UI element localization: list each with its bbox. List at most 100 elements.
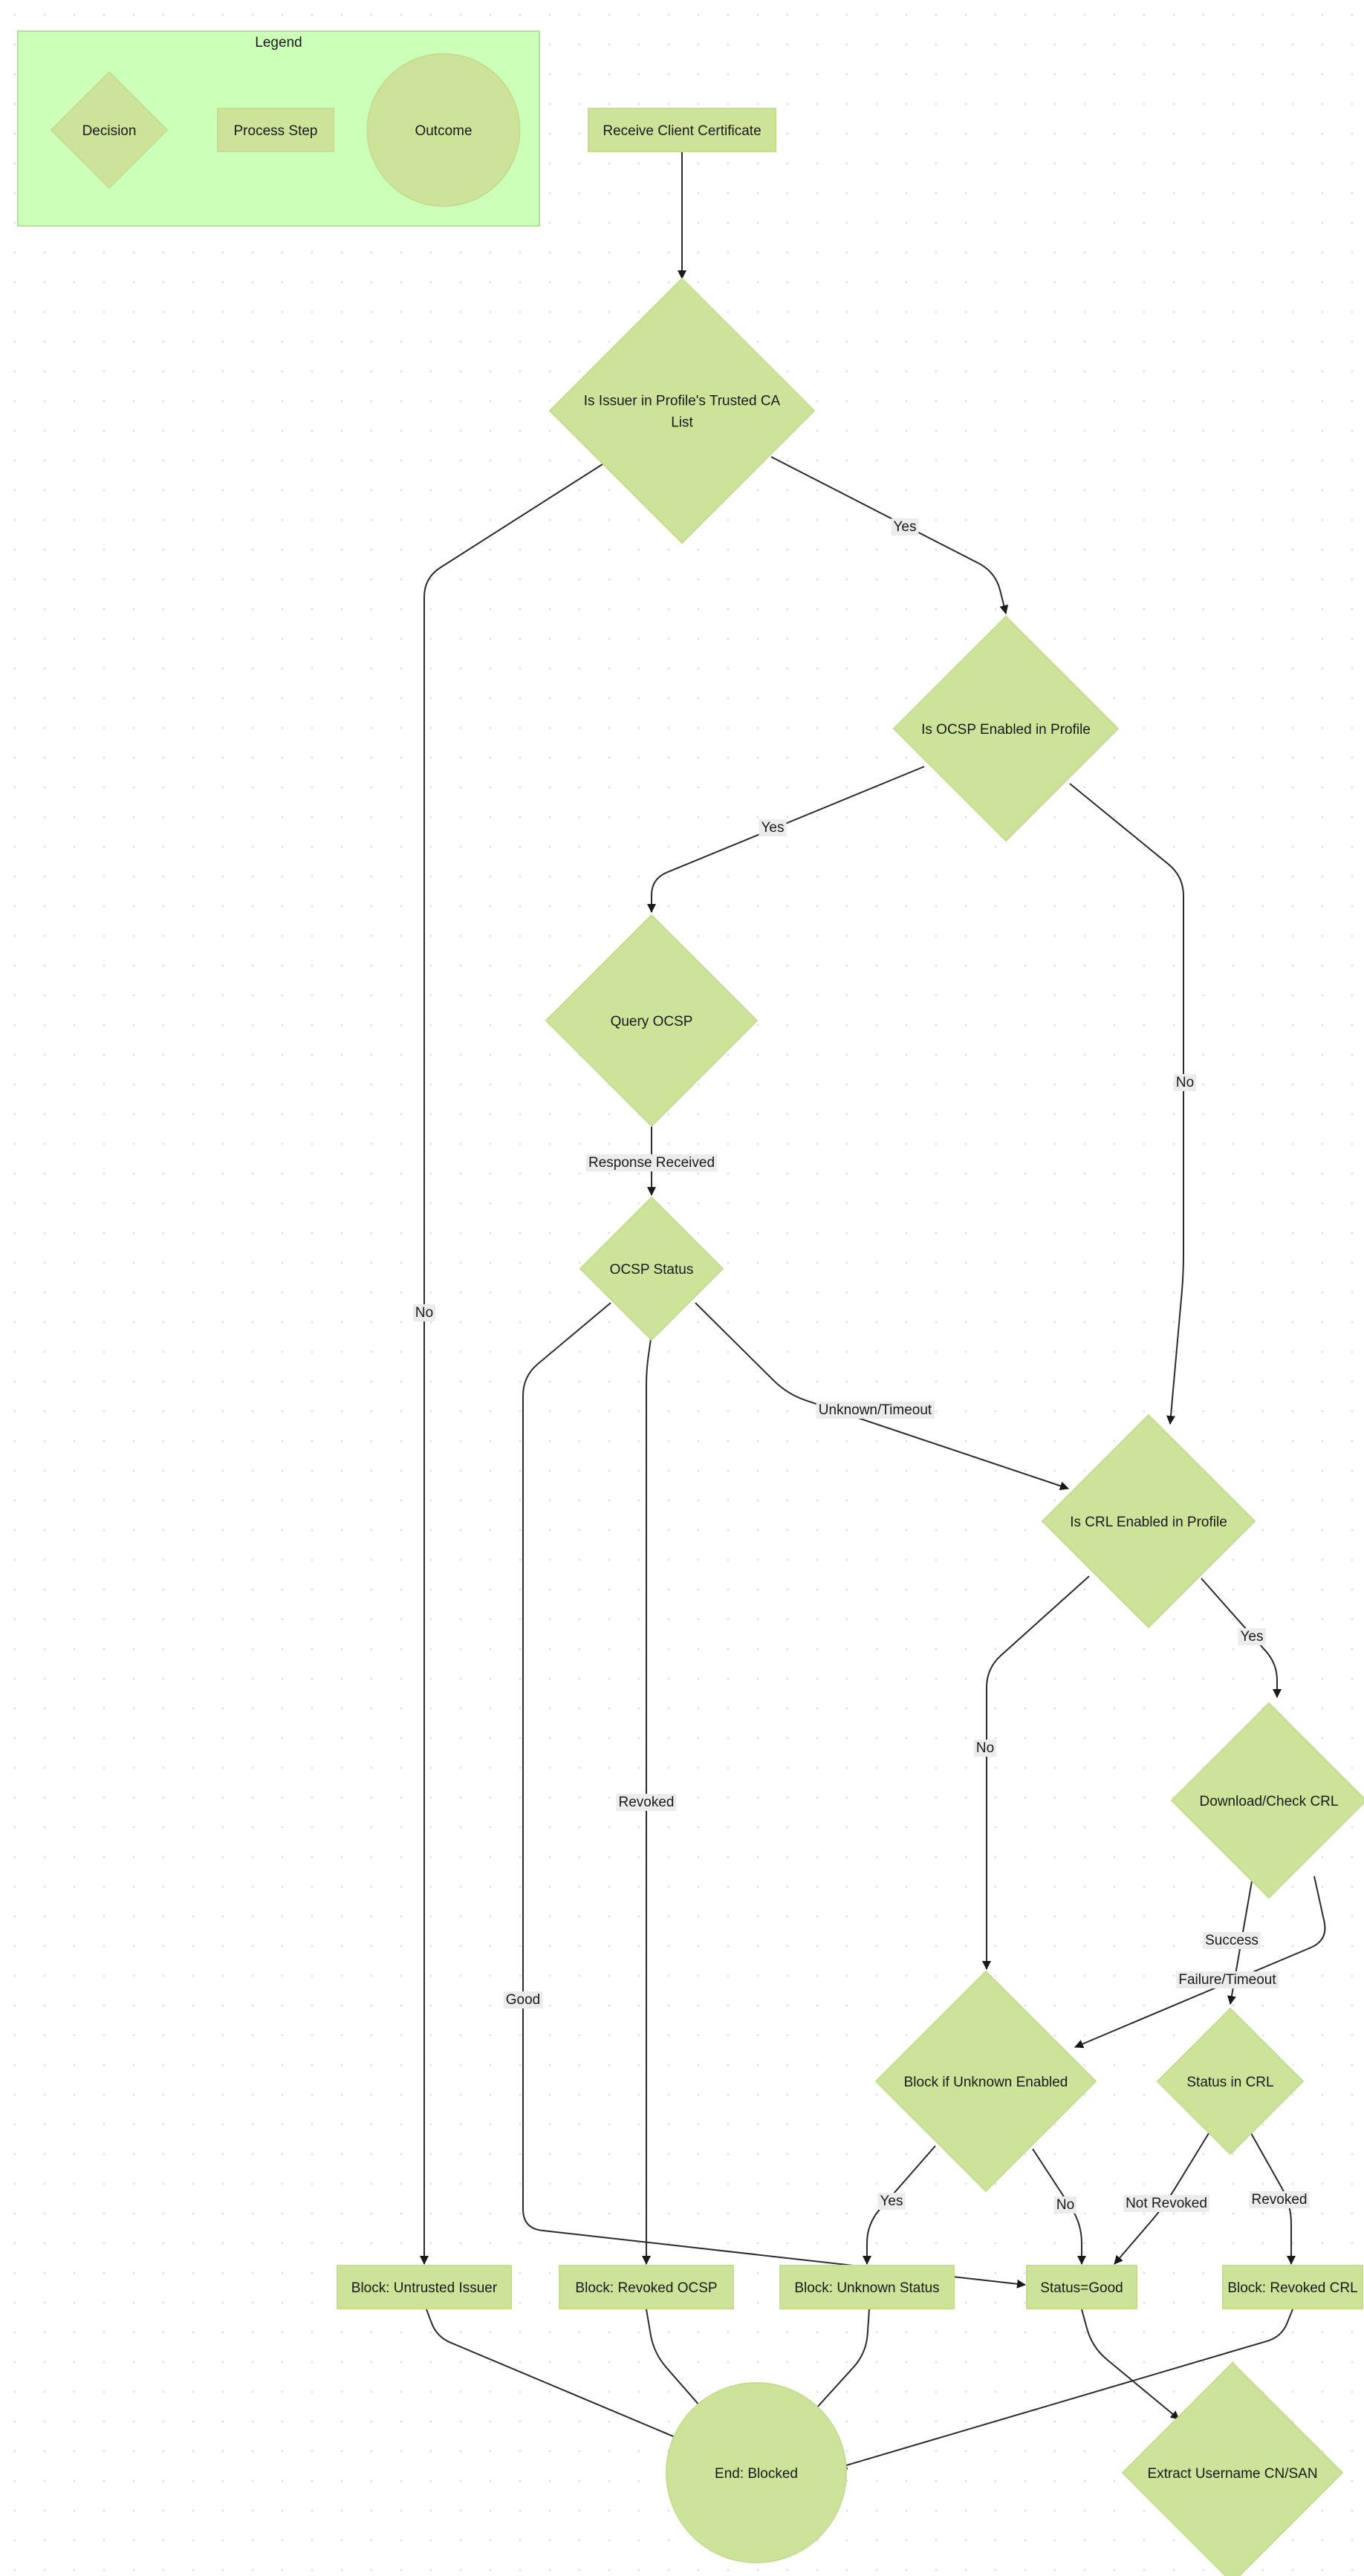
edge-label-text: Unknown/Timeout [819, 1402, 932, 1418]
edge-label-text: Yes [1241, 1629, 1264, 1645]
edge-label-query-response: Response Received [585, 1154, 718, 1171]
shape-download-crl [1170, 1702, 1364, 1899]
edge-label-bg [877, 2193, 906, 2210]
edge-label-bg [1238, 1628, 1266, 1645]
edge-label-ocsp-yes: Yes [759, 819, 787, 836]
node-label-crl-enabled: Is CRL Enabled in Profile [1070, 1515, 1227, 1530]
node-ocsp-status: OCSP Status [579, 1196, 724, 1341]
node-label-ocsp-status: OCSP Status [610, 1262, 694, 1278]
shape-block-if-unknown [874, 1970, 1097, 2193]
edges [420, 152, 1326, 2470]
edge-revoked-crl-to-end [838, 2309, 1293, 2470]
edge-label-crl-yes: Yes [1238, 1628, 1266, 1645]
edge-label-bg [816, 1402, 935, 1419]
edge-label-bg [503, 1991, 543, 2009]
shape-status-good [1026, 2265, 1137, 2309]
edge-label-trusted-yes: Yes [891, 518, 919, 536]
edge-label-bg [1123, 2195, 1209, 2212]
edge-label-text: Yes [761, 820, 785, 836]
node-status-good: Status=Good [1026, 2265, 1137, 2309]
node-ocsp-enabled: Is OCSP Enabled in Profile [892, 615, 1120, 842]
node-label-trusted-ca: List [671, 415, 693, 431]
edge-ocsp-yes [647, 766, 925, 913]
edge-status-unknown-edge [695, 1302, 1069, 1491]
edge-label-bg [1176, 1971, 1279, 1988]
node-block-revoked-ocsp: Block: Revoked OCSP [559, 2265, 734, 2309]
edge-status-good-edge [522, 1302, 1026, 2289]
edge-label-ocsp-no: No [1173, 1074, 1197, 1091]
edge-label-text: Good [506, 1992, 540, 2008]
edge-label-trusted-no: No [412, 1304, 436, 1321]
node-label-block-if-unknown: Block if Unknown Enabled [904, 2075, 1068, 2090]
node-block-unknown-status: Block: Unknown Status [779, 2265, 955, 2309]
node-label-block-revoked-crl: Block: Revoked CRL [1227, 2280, 1357, 2296]
node-download-crl: Download/Check CRL [1170, 1702, 1364, 1899]
node-label-block-revoked-ocsp: Block: Revoked OCSP [575, 2280, 717, 2296]
node-label-status-in-crl: Status in CRL [1186, 2075, 1273, 2090]
legend-decision-label: Decision [82, 123, 137, 139]
node-label-download-crl: Download/Check CRL [1200, 1794, 1339, 1809]
edge-label-bg [616, 1794, 677, 1811]
legend-outcome: Outcome [366, 53, 521, 207]
node-status-in-crl: Status in CRL [1156, 2007, 1305, 2156]
edge-crl-no [982, 1575, 1090, 1970]
node-trusted-ca: Is Issuer in Profile's Trusted CA List [548, 277, 816, 544]
edge-label-text: Revoked [619, 1795, 675, 1810]
edge-status-revoked-edge [642, 1339, 652, 2265]
node-label-trusted-ca: Is Issuer in Profile's Trusted CA [584, 394, 781, 409]
legend-process-label: Process Step [234, 123, 318, 139]
shape-legend-process [217, 108, 334, 152]
edge-label-text: Success [1205, 1933, 1259, 1948]
node-label-status-good: Status=Good [1040, 2280, 1123, 2296]
shape-block-untrusted [337, 2265, 512, 2309]
node-block-revoked-crl: Block: Revoked CRL [1222, 2265, 1363, 2309]
shape-query-ocsp [545, 914, 759, 1128]
shape-crl-enabled [1041, 1414, 1256, 1629]
edge-label-status-unknown-edge: Unknown/Timeout [816, 1402, 935, 1419]
shape-block-revoked-ocsp [559, 2265, 734, 2309]
edge-trusted-yes [770, 456, 1009, 614]
shape-block-revoked-crl [1222, 2265, 1363, 2309]
node-label-ocsp-enabled: Is OCSP Enabled in Profile [921, 722, 1091, 738]
shape-ocsp-status [579, 1196, 724, 1341]
edge-label-status-good-edge: Good [503, 1991, 543, 2009]
node-end-blocked: End: Blocked [666, 2382, 847, 2563]
legend-decision: Decision [50, 71, 169, 189]
edge-label-text: Failure/Timeout [1178, 1972, 1276, 1988]
node-block-untrusted: Block: Untrusted Issuer [337, 2265, 512, 2309]
edge-label-unknown-no: No [1053, 2196, 1077, 2214]
edge-label-text: Response Received [588, 1155, 715, 1171]
node-extract-username: Extract Username CN/SAN [1121, 2361, 1344, 2576]
node-query-ocsp: Query OCSP [545, 914, 759, 1128]
edge-ocsp-no [1069, 783, 1184, 1425]
edge-label-bg [585, 1154, 718, 1171]
legend-process: Process Step [217, 108, 334, 152]
edge-label-download-success: Success [1203, 1932, 1261, 1949]
node-block-if-unknown: Block if Unknown Enabled [874, 1970, 1097, 2193]
node-label-query-ocsp: Query OCSP [611, 1014, 693, 1030]
legend: Legend Decision Process Step Outcome [17, 30, 540, 227]
node-label-end-blocked: End: Blocked [715, 2466, 798, 2482]
edge-label-crl-no: No [973, 1740, 997, 1757]
shape-status-in-crl [1156, 2007, 1305, 2156]
edge-untrusted-to-end [426, 2309, 692, 2445]
edge-unknown-status-to-end [808, 2309, 870, 2418]
edge-label-bg [759, 819, 787, 836]
shape-ocsp-enabled [892, 615, 1120, 842]
edge-revoked-ocsp-to-end [646, 2309, 712, 2419]
edge-label-download-failure: Failure/Timeout [1176, 1971, 1279, 1988]
edge-trusted-no [420, 464, 603, 2265]
edge-label-bg [891, 518, 919, 536]
shape-extract-username [1121, 2361, 1344, 2576]
edge-label-bg [412, 1304, 436, 1321]
node-label-block-unknown-status: Block: Unknown Status [794, 2280, 939, 2296]
shape-end-blocked [666, 2382, 847, 2563]
edge-label-text: Yes [894, 519, 917, 535]
legend-outcome-label: Outcome [415, 123, 472, 139]
edge-label-bg [1053, 2196, 1077, 2214]
node-label-block-untrusted: Block: Untrusted Issuer [351, 2280, 498, 2296]
legend-title: Legend [255, 35, 302, 51]
